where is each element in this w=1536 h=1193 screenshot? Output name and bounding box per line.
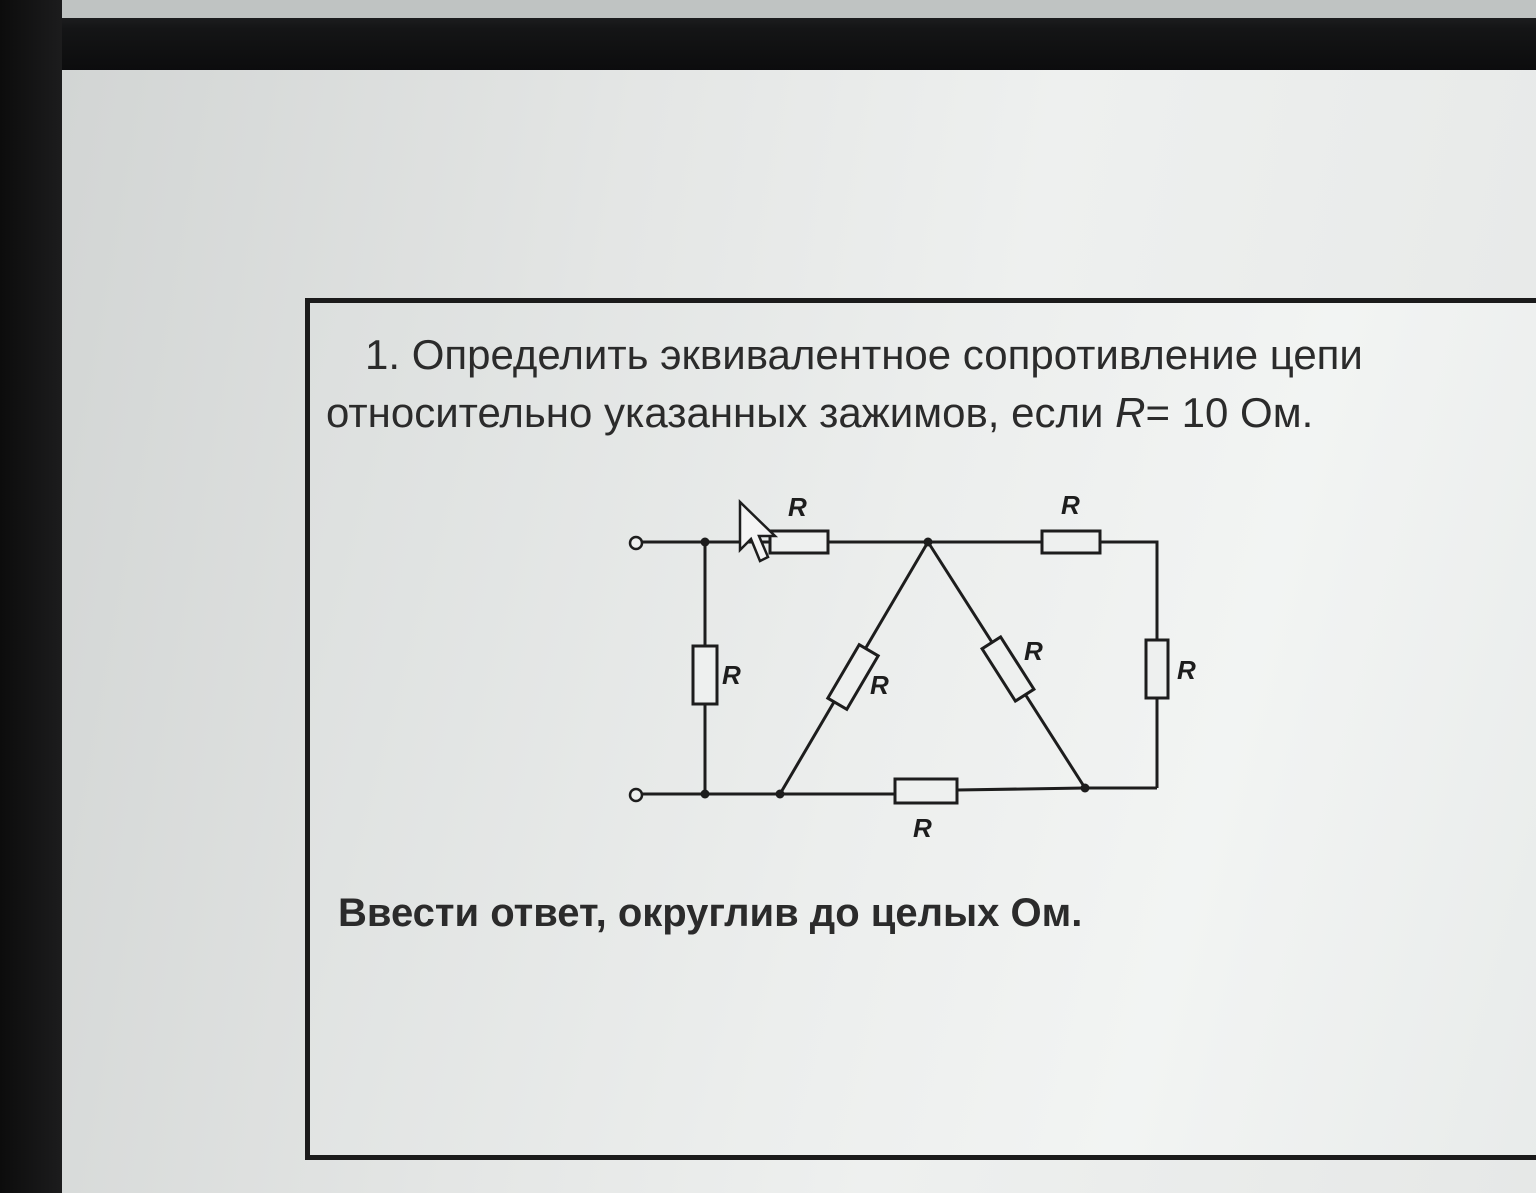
screen-edge-top — [60, 0, 1536, 18]
mouse-cursor-icon — [738, 499, 779, 563]
resistor-label: R — [913, 813, 932, 843]
resistor-top-right — [1040, 529, 1102, 555]
node-top-middle — [923, 537, 933, 547]
resistor-diagonal-right — [979, 634, 1037, 704]
question-card: 1. Определить эквивалентное сопротивлени… — [305, 298, 1536, 1160]
resistor-label: R — [1061, 490, 1080, 520]
resistor-label: R — [722, 660, 741, 690]
resistance-variable: R — [1115, 389, 1146, 436]
node-bottom-middle — [775, 789, 785, 799]
monitor-bezel-left — [0, 0, 62, 1193]
node-top-left — [700, 537, 710, 547]
resistor-top-left — [768, 529, 830, 555]
question-text-line-2: относительно указанных зажимов, если R= … — [326, 389, 1313, 437]
node-bottom-right — [1080, 783, 1090, 793]
resistance-value: = 10 Ом. — [1145, 389, 1314, 436]
question-text-prefix: относительно указанных зажимов, если — [326, 389, 1116, 436]
node-bottom-left — [700, 789, 710, 799]
resistor-label: R — [1177, 655, 1196, 685]
resistor-label: R — [870, 670, 889, 700]
resistor-diagonal-left — [825, 642, 881, 712]
wire-top-right — [1100, 540, 1159, 640]
resistor-left — [691, 644, 719, 706]
question-text-line-1: 1. Определить эквивалентное сопротивлени… — [365, 331, 1363, 378]
wire-bottom-middle — [956, 786, 1086, 792]
resistor-right — [1144, 638, 1170, 700]
resistor-bottom — [893, 777, 959, 805]
resistor-label: R — [788, 492, 807, 522]
answer-instruction: Ввести ответ, округлив до целых Ом. — [338, 891, 1083, 935]
terminal-bottom — [628, 787, 644, 803]
terminal-top — [628, 535, 644, 551]
resistor-label: R — [1024, 636, 1043, 666]
